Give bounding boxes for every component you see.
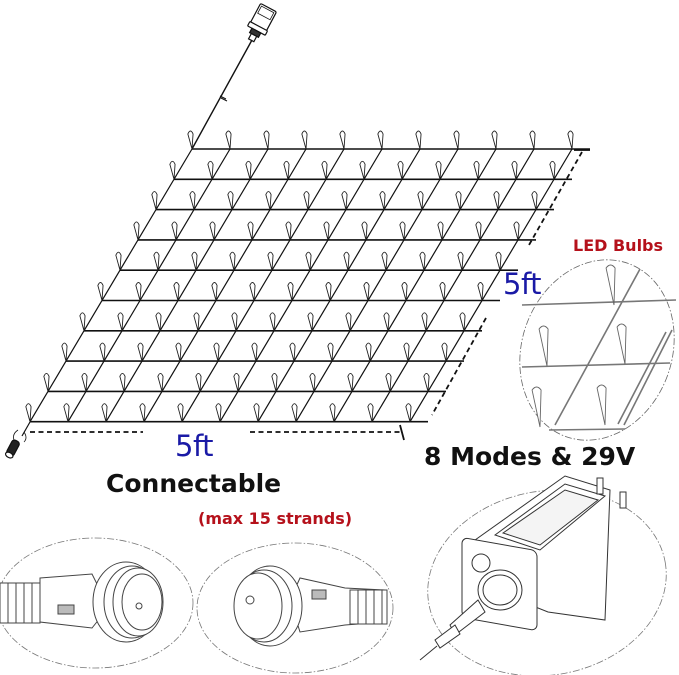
- male-connector-detail: [0, 537, 194, 669]
- led-net-grid: [25, 130, 590, 423]
- connectable-label: Connectable: [106, 469, 282, 498]
- power-plug-icon: [247, 3, 277, 43]
- power-adapter-detail: [419, 475, 667, 675]
- female-connector-detail: [196, 542, 394, 674]
- width-dimension-label: 5ft: [175, 429, 214, 463]
- led-bulbs-detail: [519, 259, 677, 441]
- end-connector-icon: [4, 421, 31, 459]
- dimension-lines: [30, 151, 583, 433]
- modes-voltage-label: 8 Modes & 29V: [424, 442, 636, 471]
- max-strands-label: (max 15 strands): [198, 509, 353, 528]
- led-bulbs-label: LED Bulbs: [573, 236, 664, 255]
- lead-wire: [191, 39, 253, 150]
- height-dimension-label: 5ft: [503, 267, 542, 301]
